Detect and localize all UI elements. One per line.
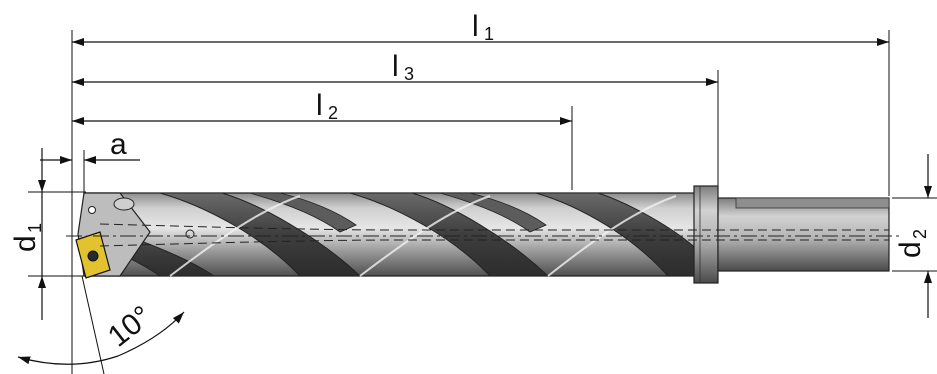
shank-flat	[735, 197, 890, 209]
l1-subscript: 1	[484, 24, 494, 44]
d1-label: d	[9, 235, 42, 252]
indexable-insert	[75, 231, 111, 279]
collar	[693, 185, 719, 284]
d1-subscript: 1	[25, 223, 45, 233]
angle-label: 10°	[102, 300, 158, 354]
l3-subscript: 3	[404, 64, 414, 84]
l1-label: l	[472, 10, 479, 43]
dimension-d1: d 1	[9, 148, 46, 320]
l2-subscript: 2	[328, 103, 338, 123]
shank	[717, 197, 890, 272]
dimension-angle: 10°	[17, 275, 185, 374]
extension-lines	[28, 30, 937, 374]
a-label: a	[110, 128, 127, 161]
dimension-l1: l 1	[72, 10, 889, 46]
l3-label: l	[392, 50, 399, 83]
dimension-d2: d 2	[894, 154, 932, 318]
d2-label: d	[894, 241, 927, 258]
l2-label: l	[316, 89, 323, 122]
dimension-a: a	[40, 128, 140, 164]
dimension-l2: l 2	[72, 89, 572, 125]
drill-tool	[66, 185, 900, 284]
d2-subscript: 2	[910, 229, 930, 239]
dimension-l3: l 3	[72, 50, 718, 86]
